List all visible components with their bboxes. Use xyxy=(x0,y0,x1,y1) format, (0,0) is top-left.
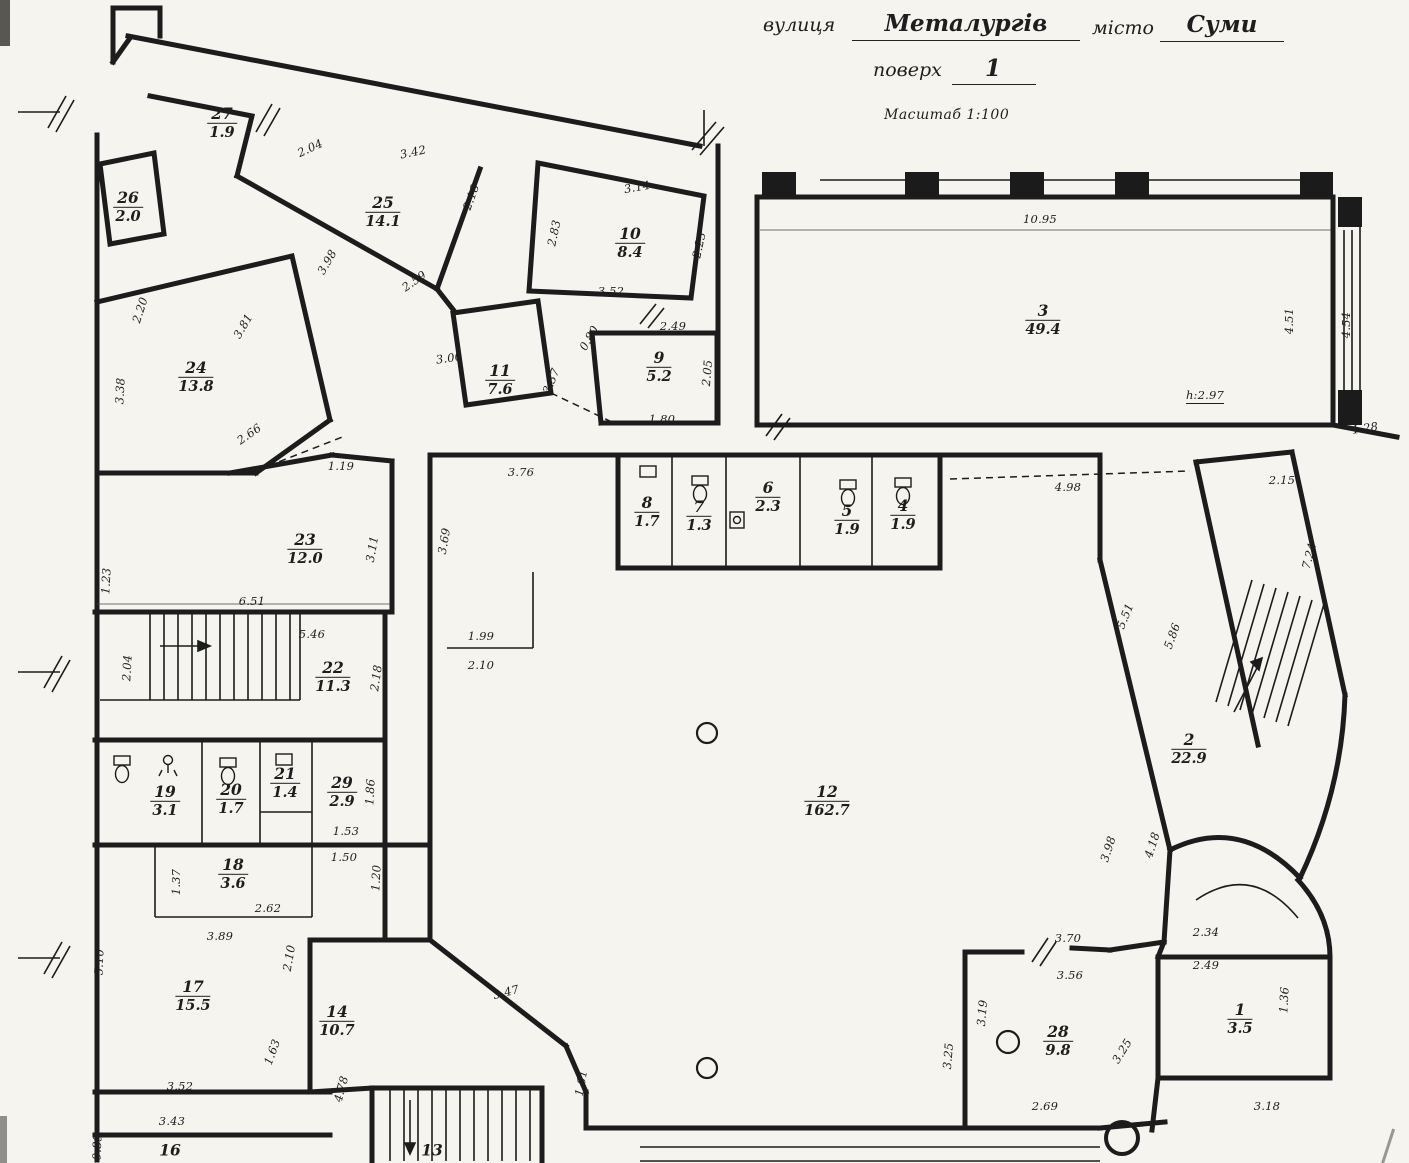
urinal-icon xyxy=(729,511,745,529)
city-value: Суми xyxy=(1186,11,1258,38)
column-circle xyxy=(995,1029,1021,1055)
sink-icon xyxy=(639,465,657,478)
toilet-icon xyxy=(894,477,912,506)
street-label: вулиця xyxy=(763,14,836,36)
city-label: місто xyxy=(1092,17,1154,39)
scale-text: Масштаб 1:100 xyxy=(884,107,1010,123)
walls-thin xyxy=(18,95,1361,1162)
wall-pillars xyxy=(762,172,1362,425)
toilet-icon xyxy=(219,757,237,786)
stair-arrows xyxy=(160,639,1264,1156)
floor-value: 1 xyxy=(984,55,1002,82)
city-underline xyxy=(1160,17,1284,42)
door-hatches xyxy=(255,103,1057,967)
column-circle xyxy=(695,721,719,745)
floor-underline xyxy=(952,60,1036,85)
scan-artifact xyxy=(0,0,10,46)
wall-break-symbols xyxy=(18,95,725,979)
toilet-icon xyxy=(691,475,709,504)
stairs-13-treads xyxy=(389,1090,531,1161)
floor-label: поверх xyxy=(873,59,942,81)
sink-icon xyxy=(275,753,293,766)
column-circle xyxy=(695,1056,719,1080)
shower-icon xyxy=(158,754,178,777)
toilet-icon xyxy=(839,479,857,508)
stairs-22-treads xyxy=(100,612,301,701)
plumbing-fixtures xyxy=(113,465,912,786)
interior-walls xyxy=(154,179,1361,1162)
street-underline xyxy=(852,16,1080,41)
stairs-2-hatch xyxy=(1215,579,1325,727)
dashed-lines xyxy=(267,392,1191,480)
toilet-icon xyxy=(113,755,131,784)
column-circle-large xyxy=(1104,1120,1140,1156)
dimension-hairlines xyxy=(97,229,1331,605)
walls-thick xyxy=(92,5,1400,1163)
columns xyxy=(695,721,1140,1156)
street-value: Металургів xyxy=(884,10,1048,37)
wc-partitions xyxy=(671,455,873,568)
scan-artifact xyxy=(0,1116,7,1163)
